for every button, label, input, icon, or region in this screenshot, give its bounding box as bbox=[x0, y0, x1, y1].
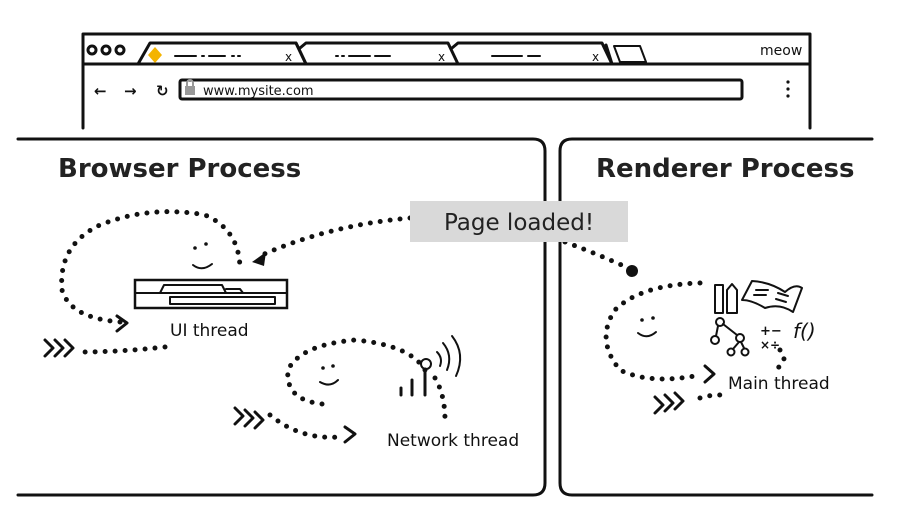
browser-tab[interactable]: x bbox=[450, 41, 614, 66]
smiley-face-icon bbox=[319, 364, 339, 386]
browser-process-panel: Browser Process UI thread Network bbox=[16, 137, 547, 497]
smiley-face-icon bbox=[637, 316, 657, 338]
network-thread-label: Network thread bbox=[387, 431, 519, 451]
ruler-pencil-icon bbox=[714, 283, 738, 314]
close-tab-icon[interactable]: x bbox=[285, 50, 292, 64]
main-thread-label: Main thread bbox=[728, 374, 830, 394]
menu-dots-icon[interactable] bbox=[786, 80, 790, 98]
address-bar[interactable]: www.mysite.com bbox=[178, 78, 744, 101]
close-tab-icon[interactable]: x bbox=[592, 50, 599, 64]
lock-icon bbox=[185, 79, 195, 95]
thread-chevrons-icon bbox=[233, 406, 265, 430]
favicon-icon bbox=[148, 47, 162, 63]
arrowhead-icon bbox=[252, 252, 266, 266]
antenna-signal-icon bbox=[399, 335, 462, 397]
ui-thread-label: UI thread bbox=[170, 321, 249, 341]
browser-process-title: Browser Process bbox=[58, 154, 301, 184]
browser-window: x x x meow ← → ↻ www.mysite.com bbox=[81, 32, 812, 130]
browser-tab-active[interactable]: x bbox=[136, 41, 308, 66]
ipc-message: Page loaded! bbox=[252, 201, 638, 277]
brand-label: meow bbox=[760, 43, 802, 59]
url-text: www.mysite.com bbox=[203, 84, 314, 99]
page-loaded-message: Page loaded! bbox=[444, 210, 594, 236]
window-controls-icon bbox=[86, 44, 126, 56]
close-tab-icon[interactable]: x bbox=[438, 50, 445, 64]
message-origin-dot bbox=[626, 265, 638, 277]
tree-graph-icon bbox=[710, 317, 750, 357]
book-icon bbox=[741, 280, 803, 313]
browser-tab[interactable]: x bbox=[294, 41, 460, 66]
thread-chevrons-icon bbox=[653, 391, 685, 415]
renderer-process-title: Renderer Process bbox=[596, 154, 854, 184]
renderer-process-panel: Renderer Process +− ×÷ f() Main thread bbox=[558, 137, 874, 497]
thread-chevrons-icon bbox=[43, 338, 75, 358]
forward-arrow-icon[interactable]: → bbox=[124, 82, 137, 100]
reload-icon[interactable]: ↻ bbox=[156, 82, 169, 100]
function-symbol: f() bbox=[793, 319, 816, 343]
smiley-face-icon bbox=[192, 242, 213, 270]
message-box bbox=[410, 201, 628, 242]
mini-browser-icon bbox=[133, 278, 289, 310]
new-tab-icon[interactable] bbox=[613, 45, 647, 63]
math-symbols-icon: +− bbox=[760, 324, 782, 339]
back-arrow-icon[interactable]: ← bbox=[94, 82, 107, 100]
math-symbols-icon: ×÷ bbox=[760, 338, 780, 352]
